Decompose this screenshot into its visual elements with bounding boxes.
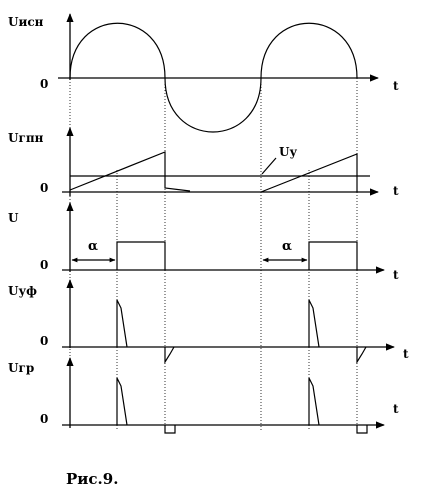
shaped-spike-1 [116, 299, 128, 348]
gate-zero-label: 0 [40, 412, 48, 426]
sawtooth-ramp-1 [69, 151, 191, 192]
alpha-2-label: α [282, 239, 292, 254]
pulse-2 [308, 241, 358, 270]
sawtooth-ramp-2 [260, 153, 358, 193]
control-label-leader [261, 157, 277, 175]
shaped-zero-label: 0 [40, 334, 48, 348]
source-zero-label: 0 [40, 77, 48, 91]
sawtooth-t-label: t [393, 184, 399, 198]
figure-caption: Рис.9. [66, 470, 118, 488]
pulse-zero-label: 0 [40, 258, 48, 272]
source-sine-wave [69, 22, 358, 133]
panel-sawtooth: Uгпн 0 t Uу [8, 127, 399, 198]
alpha-1-label: α [88, 239, 98, 254]
shaped-y-label: Uуф [8, 284, 37, 298]
gate-pulse-2 [308, 377, 320, 426]
gate-t-label: t [393, 402, 399, 416]
source-t-label: t [393, 79, 399, 93]
panel-gate: Uгр 0 t [8, 357, 399, 434]
panel-shaped: Uуф 0 t [8, 279, 409, 365]
gate-y-label: Uгр [8, 361, 34, 375]
panel-source: Uисн 0 t [8, 13, 399, 133]
pulse-y-label: U [8, 211, 19, 225]
panel-pulse: α α U 0 t [8, 202, 399, 282]
sawtooth-zero-label: 0 [40, 181, 48, 195]
sawtooth-y-label: Uгпн [8, 131, 44, 145]
gate-notch-1 [164, 425, 176, 434]
guide-lines [69, 70, 358, 430]
source-y-label: Uисн [8, 15, 44, 29]
shaped-negative-2 [356, 346, 367, 365]
gate-pulse-1 [116, 377, 128, 426]
gate-notch-2 [356, 425, 368, 434]
pulse-t-label: t [393, 268, 399, 282]
control-voltage-label: Uу [279, 145, 297, 159]
shaped-t-label: t [403, 347, 409, 361]
shaped-negative-1 [164, 346, 175, 365]
shaped-spike-2 [308, 299, 320, 348]
pulse-1 [116, 241, 166, 270]
